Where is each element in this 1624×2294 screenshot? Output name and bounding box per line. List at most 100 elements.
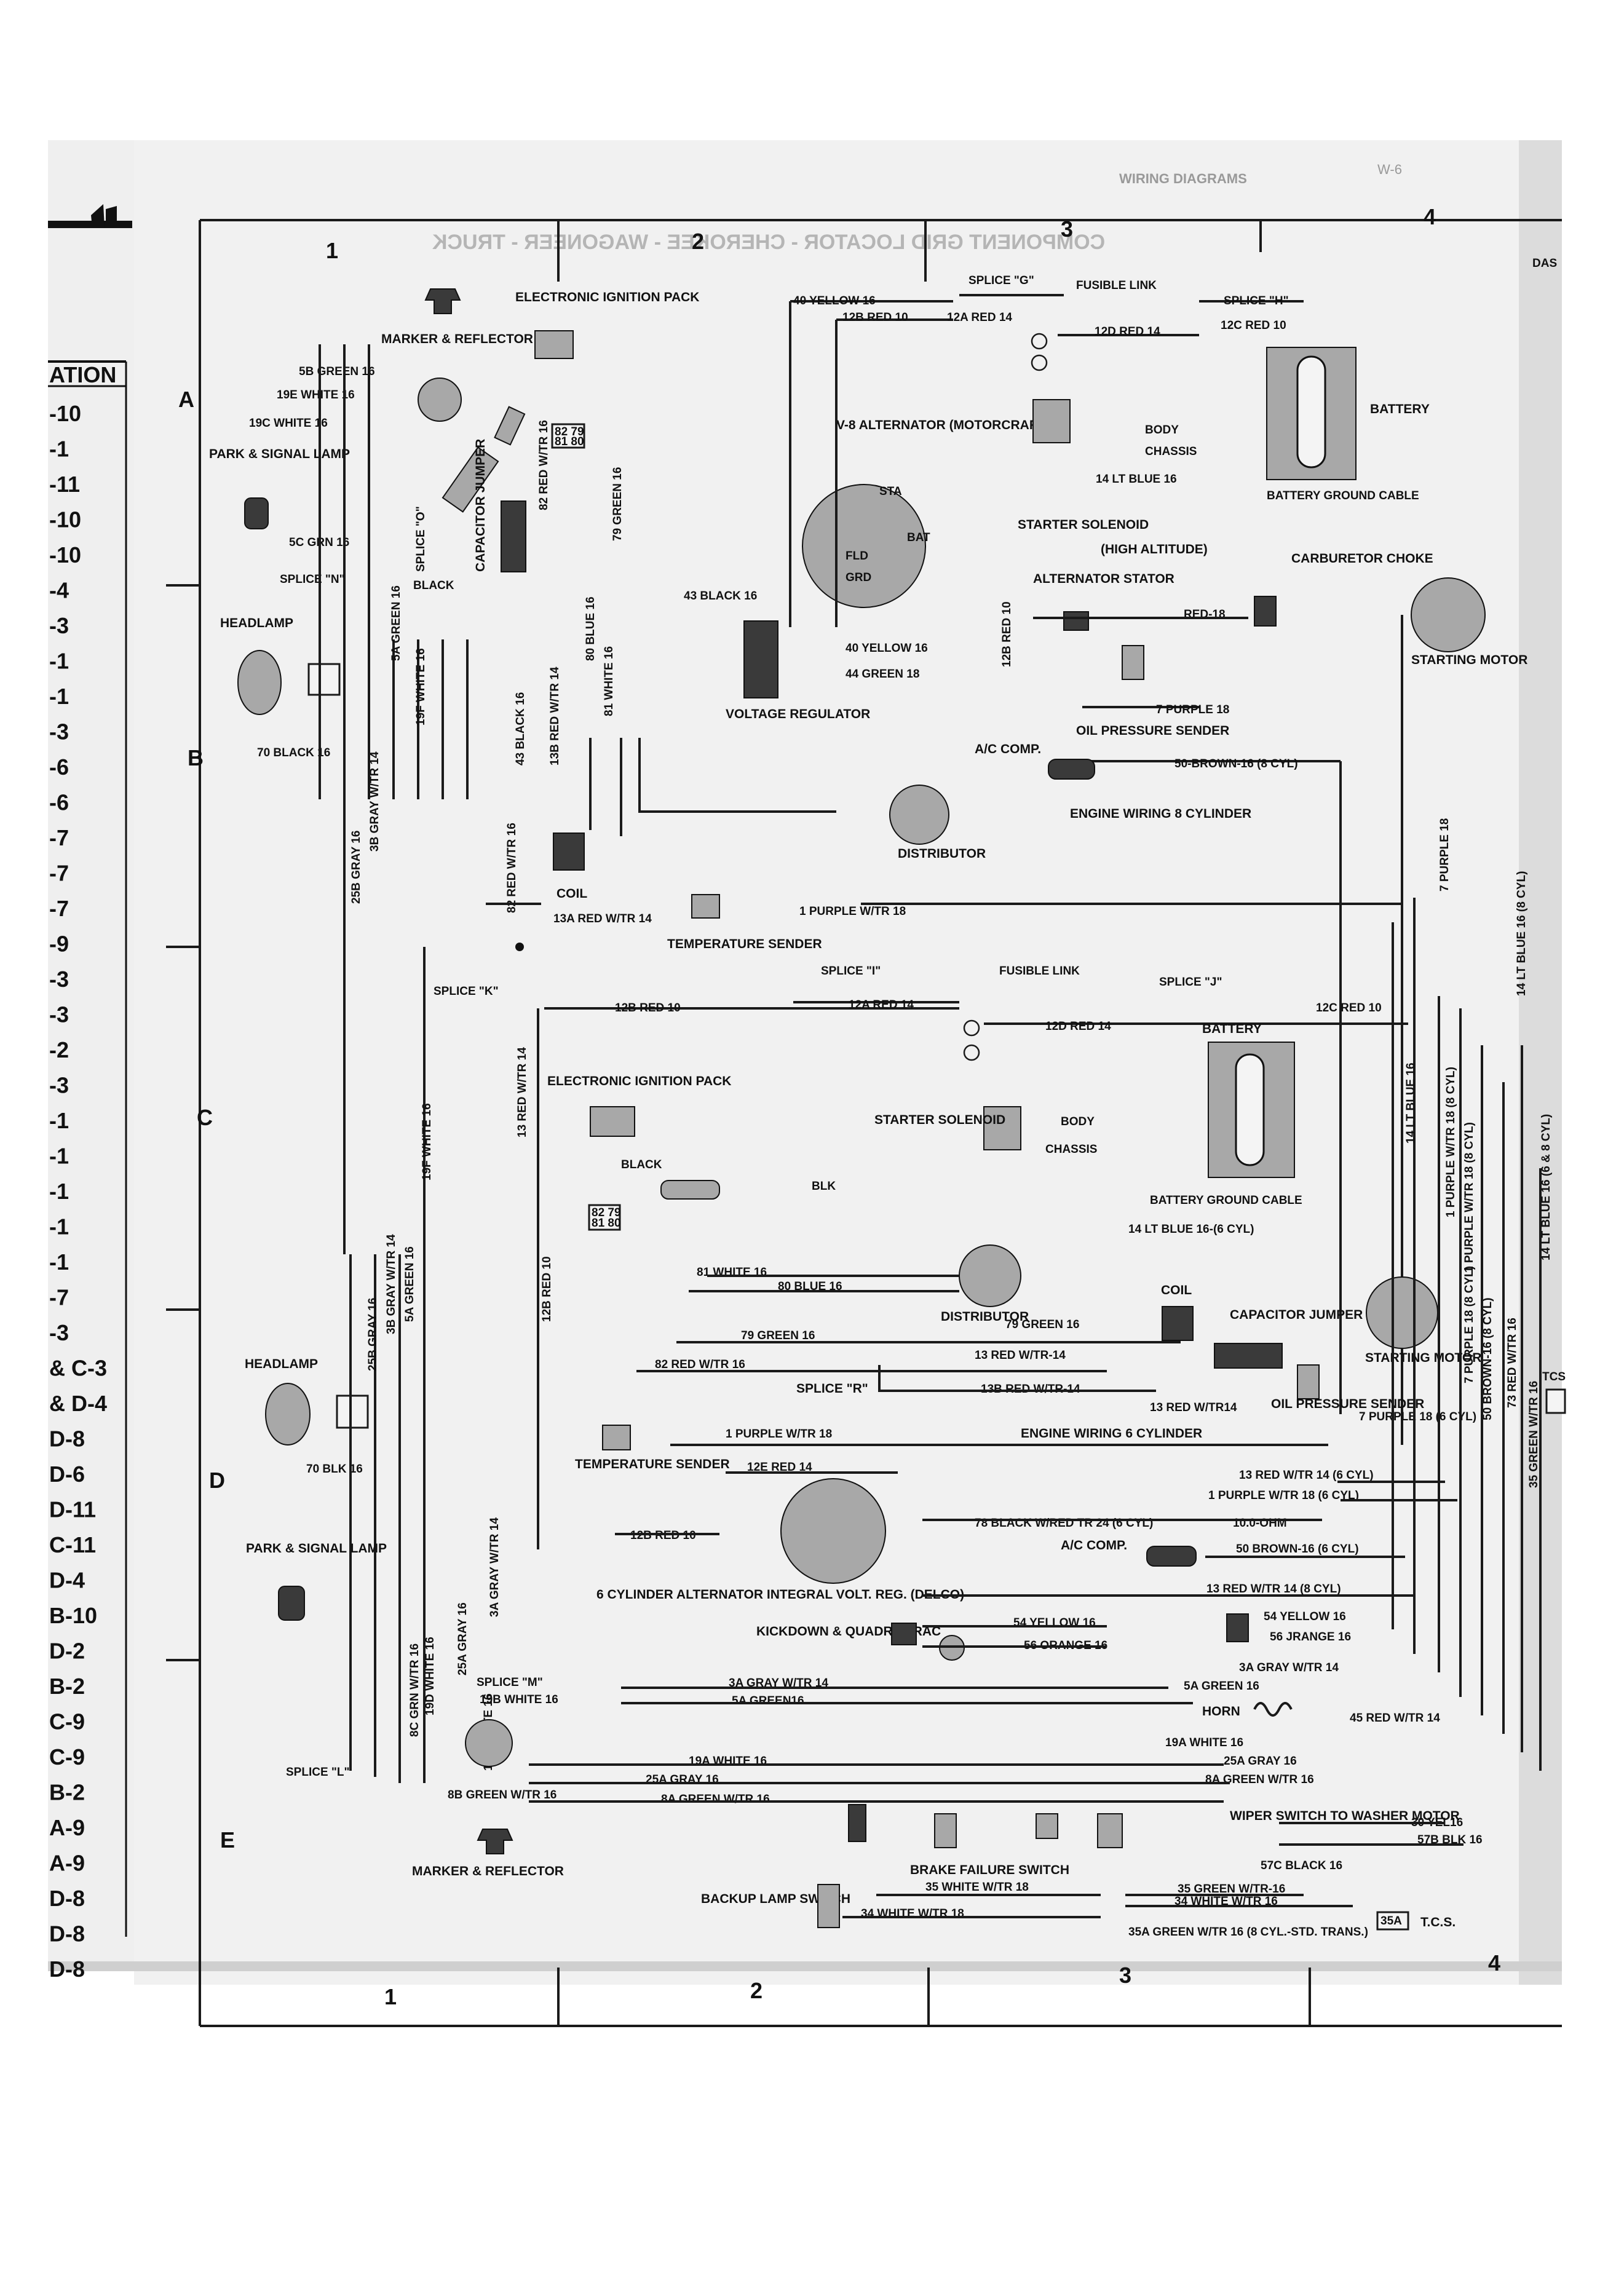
w12a-top-label: 12A RED 14: [947, 311, 1012, 324]
engine-wiring-8-label: ENGINE WIRING 8 CYLINDER: [1070, 807, 1251, 821]
sidebar-item: D-6: [49, 1461, 85, 1487]
sidebar-items: -10-1-11-10-10-4-3-1-1-3-6-6-7-7-7-9-3-3…: [49, 401, 107, 1982]
coil-top-label: COIL: [557, 887, 587, 901]
w13-lv-label: 13 RED W/TR 14: [516, 1047, 529, 1137]
engine-wiring-8cyl: MARKER & REFLECTOR ELECTRONIC IGNITION P…: [209, 274, 1527, 1445]
sidebar-item: -10: [49, 542, 81, 568]
sidebar-item: -10: [49, 507, 81, 532]
w13b-v-label: 13B RED W/TR 14: [549, 666, 561, 765]
w45-label: 45 RED W/TR 14: [1350, 1712, 1440, 1725]
w8a-label: 8A GREEN W/TR 16: [661, 1793, 770, 1806]
capacitor-jumper-block: [501, 500, 526, 572]
grid-row-c: C: [197, 1105, 213, 1130]
w19a-r-label: 19A WHITE 16: [1165, 1736, 1243, 1749]
svg-text:82 79: 82 79: [555, 425, 584, 438]
w5b-label: 5B GREEN 16: [299, 365, 375, 378]
sidebar-item: -7: [49, 896, 69, 921]
w80-v-label: 80 BLUE 16: [584, 596, 597, 661]
w1-purple-mid-label: 1 PURPLE W/TR 18: [726, 1428, 832, 1441]
high-altitude-label: (HIGH ALTITUDE): [1101, 542, 1208, 556]
w35-v-label: 35 GREEN W/TR 16: [1527, 1381, 1540, 1488]
sidebar-item: -1: [49, 1144, 69, 1169]
sidebar-item: D-11: [49, 1497, 96, 1522]
battery-ground-top-label: BATTERY GROUND CABLE: [1267, 489, 1419, 502]
battery-ground-mid-label: BATTERY GROUND CABLE: [1150, 1194, 1302, 1207]
w73-label: 73 RED W/TR 16: [1506, 1318, 1519, 1408]
battery-top-label: BATTERY: [1370, 402, 1430, 416]
dash-label: DAS: [1532, 257, 1557, 270]
accessory-wiring: PARK & SIGNAL LAMP 8C GRN W/TR 16 19D WH…: [246, 818, 1566, 1939]
w5a-r-label: 5A GREEN 16: [1184, 1680, 1259, 1693]
capacitor-jumper-mid-label: CAPACITOR JUMPER: [1230, 1308, 1363, 1322]
w80-mid-label: 80 BLUE 16: [778, 1280, 842, 1293]
w19c-label: 19C WHITE 16: [249, 417, 328, 430]
w12b-mid-label: 12B RED 10: [615, 1002, 681, 1015]
w7-8cyl-label: 7 PURPLE 18 (8 CYL): [1463, 1266, 1476, 1383]
body-mid-label: BODY: [1061, 1115, 1095, 1128]
coil-mid-label: COIL: [1161, 1283, 1192, 1297]
capacitor-top: [442, 446, 499, 513]
w12b-v2-label: 12B RED 10: [541, 1256, 553, 1322]
w19d-label: 19D WHITE 16: [424, 1637, 437, 1715]
svg-text:GRD: GRD: [846, 571, 871, 584]
grid-col-1-top: 1: [326, 238, 338, 263]
chassis-mid-label: CHASSIS: [1045, 1143, 1097, 1156]
terminal-icon: [1031, 333, 1048, 350]
headlamp-bottom-label: HEADLAMP: [245, 1357, 318, 1371]
headlamp-bottom: [265, 1383, 311, 1446]
w54-r-label: 54 YELLOW 16: [1264, 1610, 1346, 1623]
w50-8-label: 50-BROWN-16 (8 CYL): [1174, 757, 1298, 770]
distributor-top: [889, 785, 949, 845]
page-ref: W-6: [1377, 162, 1402, 177]
tab-marker-icon: [91, 204, 105, 227]
w14-top-label: 14 LT BLUE 16: [1096, 473, 1177, 486]
w19f-v-label: 19F WHITE 16: [414, 648, 427, 726]
w43-v-label: 43 BLACK 16: [514, 692, 527, 765]
sidebar-item: B-2: [49, 1780, 85, 1805]
w50-8v-label: 50 BROWN-16 (8 CYL): [1481, 1297, 1494, 1420]
w13-b-label: 13 RED W/TR14: [1150, 1401, 1237, 1414]
sidebar-item: C-9: [49, 1709, 85, 1734]
sidebar-item: -10: [49, 401, 81, 426]
park-lamp-top: [244, 497, 269, 529]
coil-mid: [1162, 1306, 1194, 1341]
park-lamp-top-label: PARK & SIGNAL LAMP: [209, 447, 350, 461]
splice-n-label: SPLICE "N": [280, 573, 345, 586]
w8c-label: 8C GRN W/TR 16: [408, 1643, 421, 1737]
w7-purple-label: 7 PURPLE 18: [1156, 703, 1229, 716]
starting-motor-top: [1411, 577, 1486, 652]
w44-label: 44 GREEN 18: [846, 668, 919, 681]
w12e-label: 12E RED 14: [747, 1461, 812, 1474]
sidebar-item: -3: [49, 1073, 69, 1098]
oil-pressure-mid-label: OIL PRESSURE SENDER: [1271, 1397, 1424, 1411]
sidebar-item: & C-3: [49, 1356, 107, 1381]
section-title: WIRING DIAGRAMS: [1119, 171, 1247, 186]
sidebar-index: ATION -10-1-11-10-10-4-3-1-1-3-6-6-7-7-7…: [48, 204, 132, 1982]
sidebar-item: C-9: [49, 1744, 85, 1770]
svg-text:BAT: BAT: [907, 531, 930, 544]
bulb-icon: [494, 406, 526, 446]
w43-label: 43 BLACK 16: [684, 590, 757, 603]
w7-6cyl-label: 7 PURPLE 18 (6 CYL): [1359, 1410, 1476, 1423]
diagram-frame: [166, 219, 1562, 2027]
distributor-top-label: DISTRIBUTOR: [898, 847, 986, 861]
w14-v-label: 14 LT BLUE 16: [1404, 1062, 1417, 1144]
black-ground-label: BLACK: [413, 579, 454, 592]
sidebar-item: D-8: [49, 1956, 85, 1982]
w35-green-label: 35 GREEN W/TR-16: [1178, 1883, 1285, 1896]
starter-solenoid-mid: [983, 1106, 1021, 1150]
v8-alternator-label: V-8 ALTERNATOR (MOTORCRAFT): [836, 418, 1049, 432]
w79-v-label: 79 GREEN 16: [611, 467, 624, 541]
svg-text:35A: 35A: [1380, 1915, 1402, 1928]
sidebar-item: -3: [49, 1320, 69, 1345]
w79-mid-label: 79 GREEN 16: [741, 1329, 815, 1342]
marker-reflector-top-label: MARKER & REFLECTOR: [381, 332, 533, 346]
ignition-connector-mid: [588, 1204, 621, 1231]
left-page-strip: [48, 140, 149, 1963]
temp-sender-top-label: TEMPERATURE SENDER: [667, 937, 822, 951]
marker-reflector-bottom-label: MARKER & REFLECTOR: [412, 1864, 564, 1878]
black-mid-label: BLACK: [621, 1158, 662, 1171]
sidebar-item: D-4: [49, 1568, 85, 1593]
ac-comp-bottom-label: A/C COMP.: [1061, 1538, 1127, 1552]
tcs-label: T.C.S.: [1420, 1915, 1456, 1929]
